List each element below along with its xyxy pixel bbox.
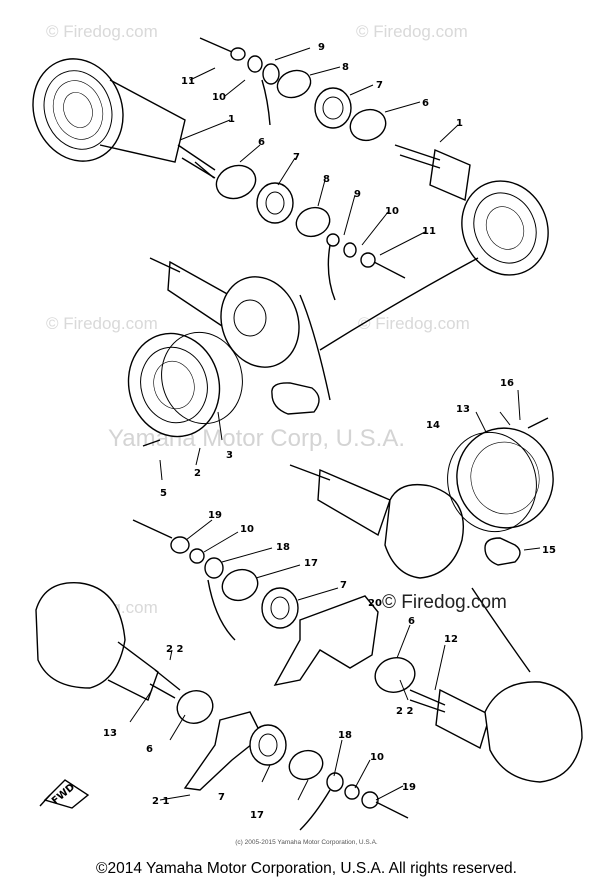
callout-8-a: 8 [342, 62, 349, 73]
callout-19-b: 19 [402, 782, 416, 793]
callout-9-a: 9 [318, 42, 325, 53]
leader-lines [129, 47, 541, 801]
turn-signal-bottom-left [35, 582, 409, 831]
mount-cluster-middle [215, 164, 406, 301]
callout-13-a: 13 [456, 404, 470, 415]
callout-17-a: 17 [304, 558, 318, 569]
callout-7-c: 7 [340, 580, 347, 591]
callout-10-d: 10 [370, 752, 384, 763]
callout-11-a: 11 [181, 76, 195, 87]
callout-17-b: 17 [250, 810, 264, 821]
callout-20: 20 [368, 598, 382, 609]
callout-13-b: 13 [103, 728, 117, 739]
callout-18-a: 18 [276, 542, 290, 553]
footer-small-copyright: (c) 2005-2015 Yamaha Motor Corporation, … [235, 839, 378, 846]
callout-8-b: 8 [323, 174, 330, 185]
callout-6-d: 6 [146, 744, 153, 755]
callout-2-b: 2 2 [166, 644, 183, 655]
callout-18-b: 18 [338, 730, 352, 741]
callout-15: 15 [542, 545, 556, 556]
callout-2-d: 2 1 [152, 796, 169, 807]
callout-2-c: 2 2 [396, 706, 413, 717]
turn-signal-front-left [32, 58, 216, 179]
watermark-firedog-3: © Firedog.com [46, 314, 158, 333]
callout-6-a: 6 [422, 98, 429, 109]
callout-14: 14 [426, 420, 440, 431]
callouts: 11 10 9 8 7 6 1 1 6 7 8 9 10 11 2 3 5 16… [103, 42, 556, 821]
callout-1-a: 1 [228, 114, 235, 125]
turn-signal-rear-right [289, 417, 554, 673]
turn-signal-rear-left [127, 257, 479, 447]
mount-cluster-lower [132, 519, 379, 686]
callout-7-b: 7 [293, 152, 300, 163]
callout-12: 12 [444, 634, 458, 645]
callout-10-b: 10 [385, 206, 399, 217]
fwd-arrow-icon: FWD [39, 779, 90, 809]
callout-6-c: 6 [408, 616, 415, 627]
callout-2-a: 2 [194, 468, 201, 479]
watermark-firedog-2: © Firedog.com [356, 22, 468, 41]
callout-19-a: 19 [208, 510, 222, 521]
callout-5: 5 [160, 488, 167, 499]
callout-1-b: 1 [456, 118, 463, 129]
callout-6-b: 6 [258, 137, 265, 148]
callout-3: 3 [226, 450, 233, 461]
watermark-firedog-1: © Firedog.com [46, 22, 158, 41]
callout-10-a: 10 [212, 92, 226, 103]
callout-9-b: 9 [354, 189, 361, 200]
footer-copyright: ©2014 Yamaha Motor Corporation, U.S.A. A… [96, 860, 517, 877]
callout-16: 16 [500, 378, 514, 389]
watermark-firedog-4: © Firedog.com [358, 314, 470, 333]
watermark-firedog-dark: © Firedog.com [382, 592, 507, 613]
callout-7-d: 7 [218, 792, 225, 803]
turn-signal-front-right [394, 144, 549, 276]
turn-signal-bottom-right [374, 657, 583, 783]
callout-11-b: 11 [422, 226, 436, 237]
bolt-cluster-top-left [199, 37, 387, 142]
callout-7-a: 7 [376, 80, 383, 91]
callout-10-c: 10 [240, 524, 254, 535]
